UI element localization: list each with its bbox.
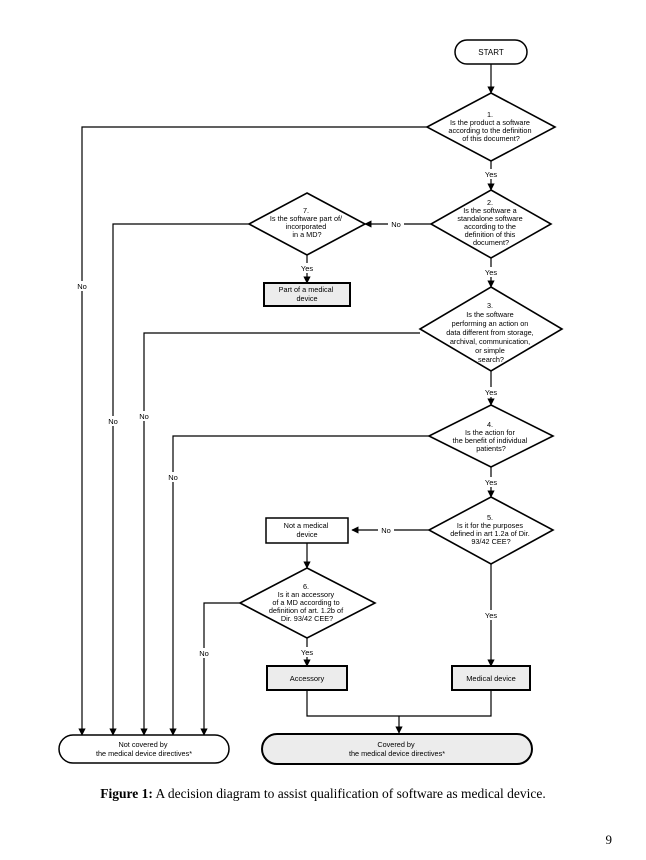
svg-text:Not covered by the med: Not covered by the medical device direct…	[96, 740, 192, 758]
question-5-text: 5. Is it for the purposes defined in art…	[450, 513, 532, 546]
outcome-part-of-md: Part of a medical device	[263, 282, 351, 307]
edge-label-no: No	[381, 526, 391, 535]
start-label: START	[478, 48, 504, 57]
decision-shapes	[238, 92, 564, 639]
outcome-accessory: Accessory	[266, 665, 348, 691]
edge-label-no: No	[139, 412, 149, 421]
question-1-diamond	[425, 92, 557, 162]
outcome-not-covered: Not covered by the medical device direct…	[58, 734, 230, 764]
figure-caption: Figure 1: A decision diagram to assist q…	[0, 786, 646, 802]
decision-diagram: Yes Yes Yes Yes Yes Yes Yes No No No No …	[58, 39, 564, 765]
question-7-diamond	[247, 192, 367, 256]
question-4-diamond	[427, 404, 555, 468]
question-texts: 1. Is the product a software according t…	[269, 110, 536, 623]
svg-text:Accessory: Accessory	[290, 674, 325, 683]
question-5-diamond	[427, 496, 555, 565]
question-6-diamond	[238, 567, 377, 639]
svg-text:Part of a medical devi: Part of a medical device	[279, 285, 336, 303]
edge-label-yes: Yes	[485, 268, 497, 277]
figure-caption-text: A decision diagram to assist qualificati…	[152, 786, 546, 801]
edge-label-no: No	[168, 473, 178, 482]
figure-caption-label: Figure 1:	[100, 786, 153, 801]
question-7-text: 7. Is the software part of/ incorporated…	[270, 206, 344, 239]
svg-text:Covered by the medical: Covered by the medical device directives…	[349, 740, 445, 758]
edge-label-no: No	[199, 649, 209, 658]
outcome-medical-device: Medical device	[451, 665, 531, 691]
edge-label-yes: Yes	[301, 648, 313, 657]
edge-label-yes: Yes	[485, 611, 497, 620]
edge-label-yes: Yes	[485, 478, 497, 487]
edge-label-yes: Yes	[485, 388, 497, 397]
question-6-text: 6. Is it an accessory of a MD according …	[269, 582, 345, 623]
page-number: 9	[605, 832, 613, 847]
question-3-diamond	[418, 286, 564, 372]
outcome-not-medical-device: Not a medical device	[265, 517, 349, 544]
edge-label-yes: Yes	[301, 264, 313, 273]
question-3-text: 3. Is the software performing an action …	[446, 301, 536, 364]
edge-label-no: No	[77, 282, 87, 291]
edge-label-yes: Yes	[485, 170, 497, 179]
edge-label-no: No	[391, 220, 401, 229]
question-2-diamond	[429, 189, 553, 259]
question-2-text: 2. Is the software a standalone software…	[457, 198, 524, 247]
question-1-text: 1. Is the product a software according t…	[448, 110, 533, 143]
edge-labels: Yes Yes Yes Yes Yes Yes Yes No No No No …	[74, 169, 501, 658]
svg-text:Medical device: Medical device	[466, 674, 516, 683]
question-4-text: 4. Is the action for the benefit of indi…	[453, 420, 530, 453]
start-node: START	[454, 39, 528, 65]
connectors	[78, 64, 495, 736]
svg-text:Not a medical device: Not a medical device	[284, 521, 331, 539]
outcome-covered: Covered by the medical device directives…	[261, 733, 533, 765]
edge-label-no: No	[108, 417, 118, 426]
